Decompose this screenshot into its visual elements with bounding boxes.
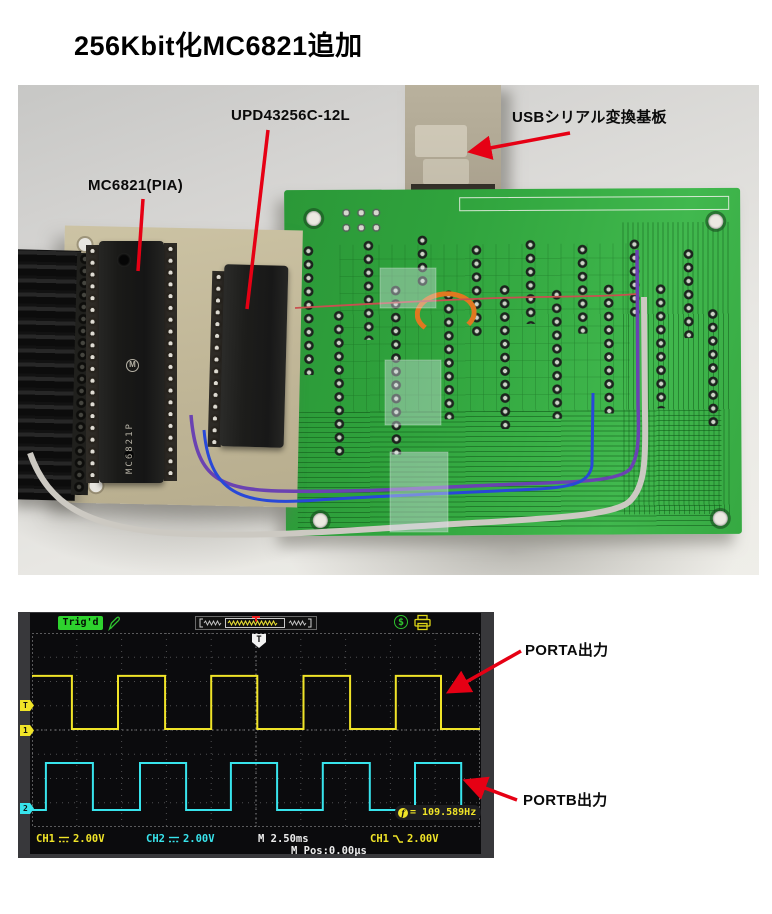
pen-icon [108,616,120,631]
upd-pointer-line [245,129,270,310]
dollar-icon: $ [394,615,408,629]
label-mc6821: MC6821(PIA) [88,177,183,194]
ch1-scale-readout: CH1 2.00V [36,833,105,845]
motorola-logo: M [126,359,139,372]
frequency-icon: f [398,807,408,818]
page-title: 256Kbit化MC6821追加 [74,31,363,61]
circuit-board-photo: M MC6821P [18,85,759,575]
tape-pieces [379,267,449,533]
timebase-readout: M 2.50ms [258,833,309,845]
trigger-position-marker: T [252,634,266,648]
label-porta: PORTA出力 [525,642,609,659]
gray-wire [27,296,649,538]
ic-socket-pins [164,243,177,481]
blue-wire [202,392,595,503]
trigger-readout: CH1 2.00V [370,833,439,845]
ch1-ground-marker: 1 [20,725,34,736]
oscilloscope-screenshot: Trig'd $ T T 1 [18,612,494,858]
mc6821-pointer-line [136,198,145,272]
record-position-bar [195,616,317,630]
waveform [32,674,480,730]
usb-pointer-arrow [467,131,571,160]
label-upd43256: UPD43256C-12L [231,107,350,124]
printer-icon [414,614,431,631]
label-portb: PORTB出力 [523,792,608,809]
trigger-tick [252,616,260,622]
waveform [32,762,480,811]
mc6821-chip: M MC6821P [99,241,164,483]
ic-socket-pins [86,245,99,483]
dc-coupling-icon [58,836,69,842]
dc-coupling-icon [168,836,179,842]
wires-and-arrows [27,129,649,538]
purple-wire [189,249,641,494]
ch2-ground-marker: 2 [20,803,34,814]
trigger-status-badge: Trig'd [58,616,103,630]
frequency-readout: f = 109.589Hz [395,805,481,820]
red-signal-wire [294,293,637,309]
graticule-and-waveforms [32,633,480,827]
horizontal-position-readout: M Pos:0.00µs [291,845,367,857]
frequency-value: = 109.589Hz [410,807,477,818]
annotation-arrows [136,129,571,310]
ch2-scale-readout: CH2 2.00V [146,833,215,845]
trigger-level-marker: T [20,700,34,711]
label-usb-serial: USBシリアル変換基板 [512,109,667,126]
falling-edge-icon [392,835,403,843]
